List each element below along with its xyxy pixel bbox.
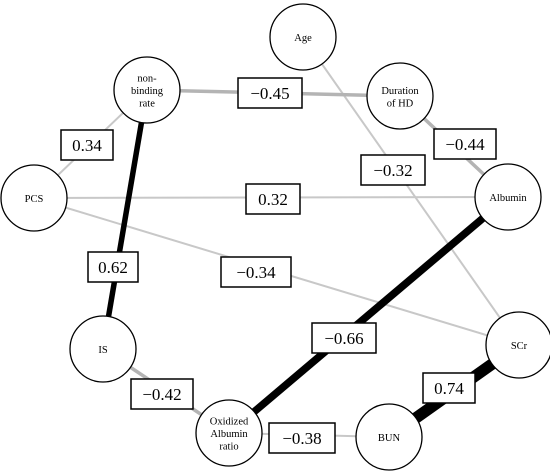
node-circle <box>0 164 68 232</box>
edge-label-nonbinding-pcs: 0.34 <box>60 129 114 161</box>
node-albumin: Albumin <box>474 163 542 231</box>
node-label-line: Age <box>294 33 312 44</box>
edge-label-text: 0.62 <box>98 258 128 277</box>
edge-label-box <box>311 322 377 354</box>
node-label-line: binding <box>131 86 164 97</box>
edge-label-albumin-oxidized: −0.66 <box>311 322 377 354</box>
edge-label-text: 0.34 <box>72 136 102 155</box>
edge-label-text: −0.42 <box>142 385 181 404</box>
node-label-line: BUN <box>378 433 401 444</box>
node-circle <box>113 56 181 124</box>
node-label-line: Duration <box>381 86 419 97</box>
edge-label-box <box>360 154 426 186</box>
edge-label-nonbinding-duration: −0.45 <box>237 77 303 109</box>
edge-label-text: −0.66 <box>324 329 363 348</box>
node-pcs: PCS <box>0 164 68 232</box>
edge-label-pcs-albumin: 0.32 <box>245 183 301 215</box>
edge-label-box <box>268 422 336 454</box>
edge-label-box <box>130 378 194 410</box>
edge-label-box <box>220 256 292 288</box>
node-circle <box>69 315 137 383</box>
node-label-line: IS <box>98 345 107 356</box>
node-age: Age <box>269 3 337 71</box>
edge-nonbinding-is <box>100 89 150 350</box>
edge-label-nonbinding-is: 0.62 <box>87 251 139 283</box>
edge-label-box <box>60 129 114 161</box>
edge-label-text: −0.45 <box>250 84 289 103</box>
node-circle <box>485 311 550 379</box>
node-circle <box>355 403 423 471</box>
node-scr: SCr <box>485 311 550 379</box>
edge-label-text: −0.44 <box>445 135 485 154</box>
node-label-line: PCS <box>25 194 44 205</box>
edge-label-scr-bun: 0.74 <box>422 372 476 404</box>
edge-label-pcs-scr: −0.34 <box>220 256 292 288</box>
edge-label-box <box>87 251 139 283</box>
node-is: IS <box>69 315 137 383</box>
edge-age-scr <box>302 36 520 346</box>
edge-label-oxidized-bun: −0.38 <box>268 422 336 454</box>
node-label-line: of HD <box>387 98 414 109</box>
node-label-line: ratio <box>219 442 238 453</box>
node-circle <box>195 399 263 467</box>
edge-label-age-scr: −0.32 <box>360 154 426 186</box>
node-circle <box>366 62 434 130</box>
edge-label-box <box>433 128 497 160</box>
edge-albumin-oxidized <box>226 194 511 436</box>
edge-label-text: −0.38 <box>282 429 321 448</box>
edge-label-duration-albumin: −0.44 <box>433 128 497 160</box>
node-label-line: Albumin <box>489 193 527 204</box>
edge-label-box <box>237 77 303 109</box>
node-circle <box>474 163 542 231</box>
node-label-line: Oxidized <box>210 417 249 428</box>
edge-label-is-oxidized: −0.42 <box>130 378 194 410</box>
node-circle <box>269 3 337 71</box>
edge-label-text: −0.32 <box>373 161 412 180</box>
edge-label-text: 0.74 <box>434 379 464 398</box>
edge-label-box <box>422 372 476 404</box>
node-bun: BUN <box>355 403 423 471</box>
edge-label-text: −0.34 <box>236 263 276 282</box>
node-nonbinding: non-binding rate <box>113 56 181 124</box>
edge-label-text: 0.32 <box>258 190 288 209</box>
node-label-line: SCr <box>511 341 528 352</box>
edge-label-box <box>245 183 301 215</box>
edge-labels-layer: −0.32 0.32 −0.34 −0.45 −0.44 0.34 −0.42 −0.38 0.… <box>60 77 497 454</box>
node-label-line: rate <box>139 99 155 110</box>
node-label-line: non- <box>137 74 157 85</box>
node-label-line: Albumin <box>210 429 248 440</box>
